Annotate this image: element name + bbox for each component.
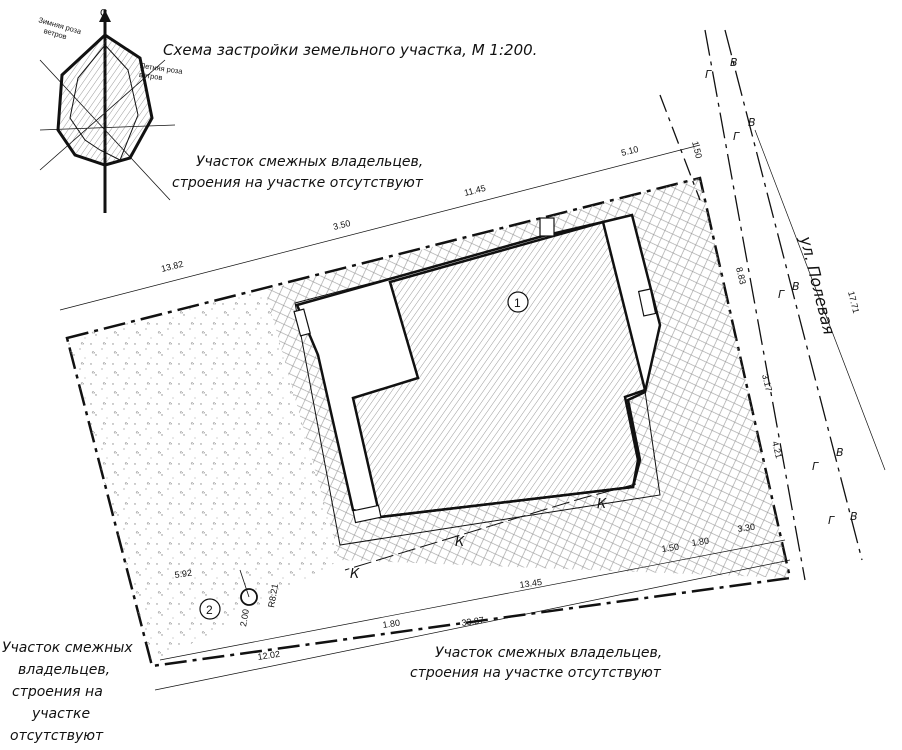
v-letter-1: В [730,56,738,69]
g-letter-1: Г [705,68,712,81]
gas-line [724,29,863,561]
dim-r8-21: R8.21 [266,583,280,608]
house-building: 1 [293,213,662,524]
dim-12-02: 12.02 [257,649,281,662]
neighbor-left-line2: владельцев, [18,662,110,678]
well: 2 [199,569,258,620]
house-main-hatched [351,220,647,519]
dim-line-top [59,144,701,311]
street-name: ул. Полевая [796,233,839,337]
dim-line-right [754,129,886,471]
neighbor-left-line5: отсутствуют [10,728,104,744]
svg-text:Летняя роза ветров: Летняя роза ветров [138,61,185,85]
well-marker-number: 2 [206,603,213,617]
dimension-lines [59,129,886,691]
radius-leader [239,569,250,598]
wind-rose: С Зимняя роза ветров Летняя роза ветров [35,8,185,213]
dim-1-50-top: 1.50 [690,140,704,159]
dim-1-80-low: 1.80 [382,618,401,630]
dim-33-87: 33.87 [461,615,485,628]
utility-lines: Г В Г В Г В Г В Г В [659,29,863,581]
sewer-label-2: К [455,535,465,550]
neighbor-bottom-line1: Участок смежных владельцев, [435,645,662,661]
neighbor-top-line2: строения на участке отсутствуют [172,175,424,191]
dim-5-10: 5.10 [620,144,639,158]
g-letter-4: Г [812,460,819,473]
v-letter-4: В [836,446,844,459]
sewer-label-1: К [597,497,607,512]
g-letter-5: Г [828,514,835,527]
dim-1-80-bottom: 1.80 [691,536,710,548]
dim-8-83: 8.83 [734,266,748,285]
v-letter-3: В [792,280,800,293]
summer-rose-shape [69,44,139,161]
dim-5-92: 5.92 [174,568,193,580]
dim-1-50-bottom: 1.50 [661,542,680,554]
sewer-label-3: К [350,567,360,582]
dim-11-45: 11.45 [463,183,487,198]
dim-line-bottom2 [159,539,786,661]
porch-left [293,308,311,337]
dim-13-82: 13.82 [160,259,184,274]
neighbor-note-left: Участок смежных владельцев, строения на … [2,640,133,744]
house-marker-number: 1 [514,296,521,310]
dim-3-50: 3.50 [332,218,351,232]
dim-13-45: 13.45 [519,577,543,590]
summer-rose-label-2: ветров [138,70,163,82]
dim-4-21: 4.21 [770,440,784,459]
water-line-left [704,29,806,581]
dim-3-30: 3.30 [737,522,756,534]
dim-2-00: 2.00 [238,608,251,627]
neighbor-top-line1: Участок смежных владельцев, [196,154,423,170]
g-letter-3: Г [778,288,785,301]
house-marker-circle [507,291,529,313]
neighbor-left-line4: участке [31,706,90,722]
dim-3-17: 3.17 [760,373,774,392]
neighbor-bottom-line2: строения на участке отсутствуют [410,665,662,681]
sewer-line: К К К [344,483,637,582]
porch-top [539,217,555,237]
porch-bottom [352,504,382,524]
drawing-title: Схема застройки земельного участка, М 1:… [163,41,537,59]
grass-area [67,290,340,666]
guide-line [659,94,701,201]
sewer-polyline [344,483,637,571]
north-arrow-head-icon [99,10,111,22]
dim-line-bottom [154,559,791,691]
porch-right [637,288,657,317]
winter-rose-shape [56,33,154,167]
neighbor-left-line1: Участок смежных [2,640,133,656]
neighbor-note-top: Участок смежных владельцев, строения на … [172,154,424,191]
v-letter-2: В [748,116,756,129]
dimension-labels: 13.82 3.50 11.45 5.10 1.50 8.83 17.71 3.… [160,140,861,662]
neighbor-left-line3: строения на [12,684,103,700]
v-letter-5: В [850,510,858,523]
well-marker-circle [199,598,221,620]
north-letter: С [100,8,107,19]
svg-text:Зимняя роза ветров: Зимняя роза ветров [35,15,84,45]
plot-outline [65,176,792,668]
neighbor-note-bottom: Участок смежных владельцев, строения на … [410,645,662,681]
dim-17-71: 17.71 [846,290,861,314]
g-letter-2: Г [733,130,740,143]
